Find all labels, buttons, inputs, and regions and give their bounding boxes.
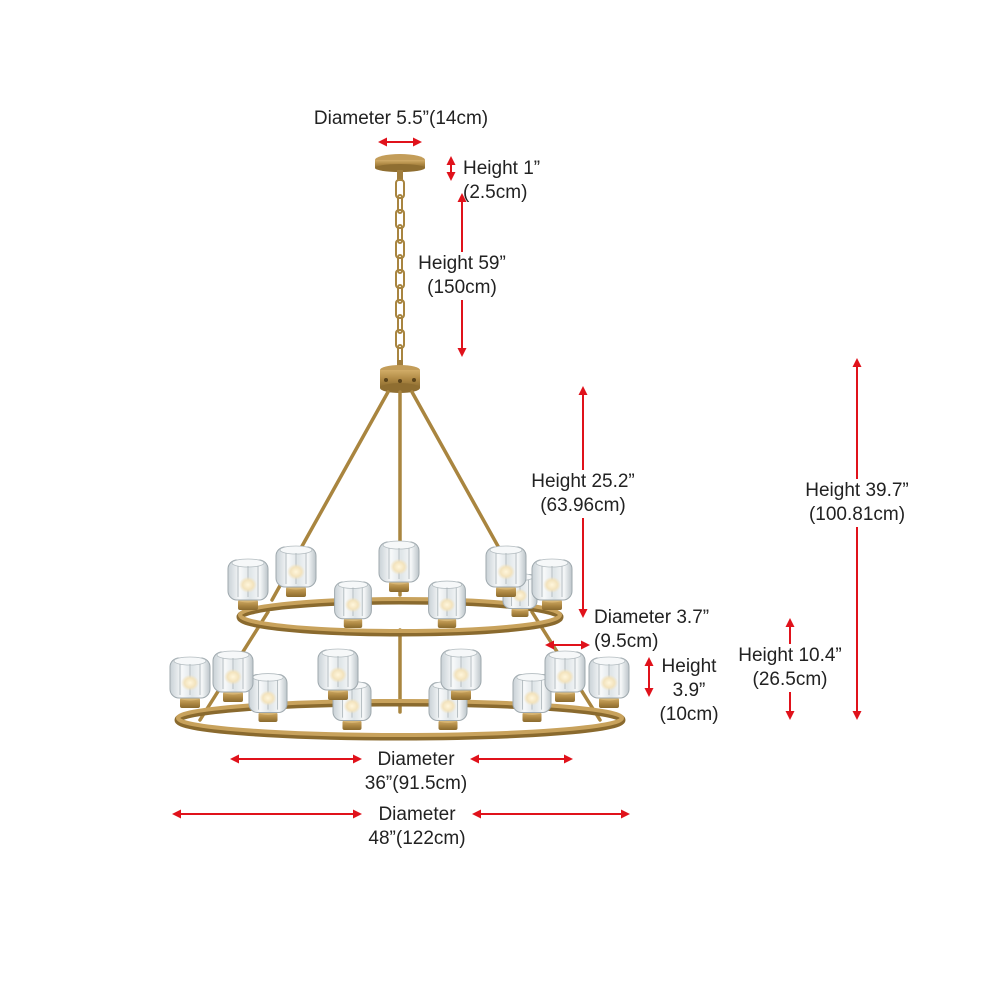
shade-diameter-label: Diameter 3.7” (9.5cm) bbox=[594, 606, 709, 654]
ceiling-canopy bbox=[375, 154, 425, 180]
arrow-canopy-diameter bbox=[378, 137, 422, 147]
upper-ring bbox=[236, 597, 564, 637]
tier-height-metric: (26.5cm) bbox=[752, 669, 828, 690]
upper-frame-height-metric: (63.96cm) bbox=[540, 495, 626, 516]
shade-height-metric: (10cm) bbox=[659, 704, 719, 725]
crystal-shade bbox=[512, 673, 552, 722]
crystal-shade bbox=[334, 580, 372, 628]
shade-height-label: Height 3.9” (10cm) bbox=[659, 655, 718, 727]
top-hub bbox=[380, 360, 420, 393]
crystal-shade bbox=[317, 648, 359, 700]
lower-ring bbox=[174, 699, 626, 741]
crystal-shade bbox=[227, 558, 269, 610]
upper-frame-height-imperial: Height 25.2” bbox=[531, 471, 635, 492]
chain-height-label: Height 59” (150cm) bbox=[418, 252, 506, 300]
chandelier bbox=[169, 154, 630, 741]
shade-diameter-metric: (9.5cm) bbox=[594, 631, 659, 652]
crystal-shade bbox=[544, 650, 586, 702]
arrow-upper-ring-left bbox=[230, 754, 362, 764]
dimension-arrows bbox=[172, 137, 862, 819]
canopy-height-metric: (2.5cm) bbox=[463, 182, 528, 203]
lower-ring-diameter-value: 48”(122cm) bbox=[368, 828, 466, 849]
upper-ring-diameter-label: Diameter 36”(91.5cm) bbox=[365, 748, 467, 796]
arrow-overall-height bbox=[852, 358, 862, 720]
canopy-height-label: Height 1” (2.5cm) bbox=[463, 157, 540, 205]
overall-height-metric: (100.81cm) bbox=[808, 504, 906, 525]
arrow-lower-ring-left bbox=[172, 809, 362, 819]
arrow-shade-diameter bbox=[545, 640, 590, 650]
canopy-height-imperial: Height 1” bbox=[463, 158, 541, 179]
crystal-shade bbox=[485, 545, 527, 597]
upper-ring-diameter-word: Diameter bbox=[377, 749, 455, 770]
chain bbox=[395, 179, 405, 364]
upper-ring-diameter-value: 36”(91.5cm) bbox=[364, 773, 468, 794]
crystal-shade bbox=[275, 545, 317, 597]
arrow-lower-ring-right bbox=[472, 809, 630, 819]
tier-height-imperial: Height 10.4” bbox=[738, 645, 842, 666]
arrow-upper-ring-right bbox=[470, 754, 573, 764]
shade-height-imperial: 3.9” bbox=[672, 680, 706, 701]
crystal-shades bbox=[169, 540, 630, 730]
crystal-shade bbox=[169, 656, 211, 708]
lower-ring-diameter-label: Diameter 48”(122cm) bbox=[368, 803, 465, 851]
crystal-shade bbox=[212, 650, 254, 702]
shade-height-word: Height bbox=[661, 656, 717, 677]
overall-height-label: Height 39.7” (100.81cm) bbox=[805, 479, 909, 527]
overall-height-imperial: Height 39.7” bbox=[805, 480, 909, 501]
arrow-canopy-height bbox=[446, 156, 456, 181]
shade-diameter-imperial: Diameter 3.7” bbox=[594, 607, 710, 628]
crystal-shade bbox=[588, 656, 630, 708]
upper-frame-height-label: Height 25.2” (63.96cm) bbox=[531, 470, 635, 518]
crystal-shade bbox=[531, 558, 573, 610]
chain-height-metric: (150cm) bbox=[427, 277, 497, 298]
crystal-shade bbox=[428, 580, 466, 628]
lower-ring-diameter-word: Diameter bbox=[378, 804, 456, 825]
crystal-shade bbox=[378, 540, 420, 592]
crystal-shade bbox=[440, 648, 482, 700]
canopy-diameter-text: Diameter 5.5”(14cm) bbox=[313, 108, 489, 129]
canopy-diameter-label: Diameter 5.5”(14cm) bbox=[314, 107, 488, 131]
tier-height-label: Height 10.4” (26.5cm) bbox=[738, 644, 842, 692]
chain-height-imperial: Height 59” bbox=[418, 253, 506, 274]
crystal-shade bbox=[248, 673, 288, 722]
arrow-shade-height bbox=[644, 657, 654, 697]
